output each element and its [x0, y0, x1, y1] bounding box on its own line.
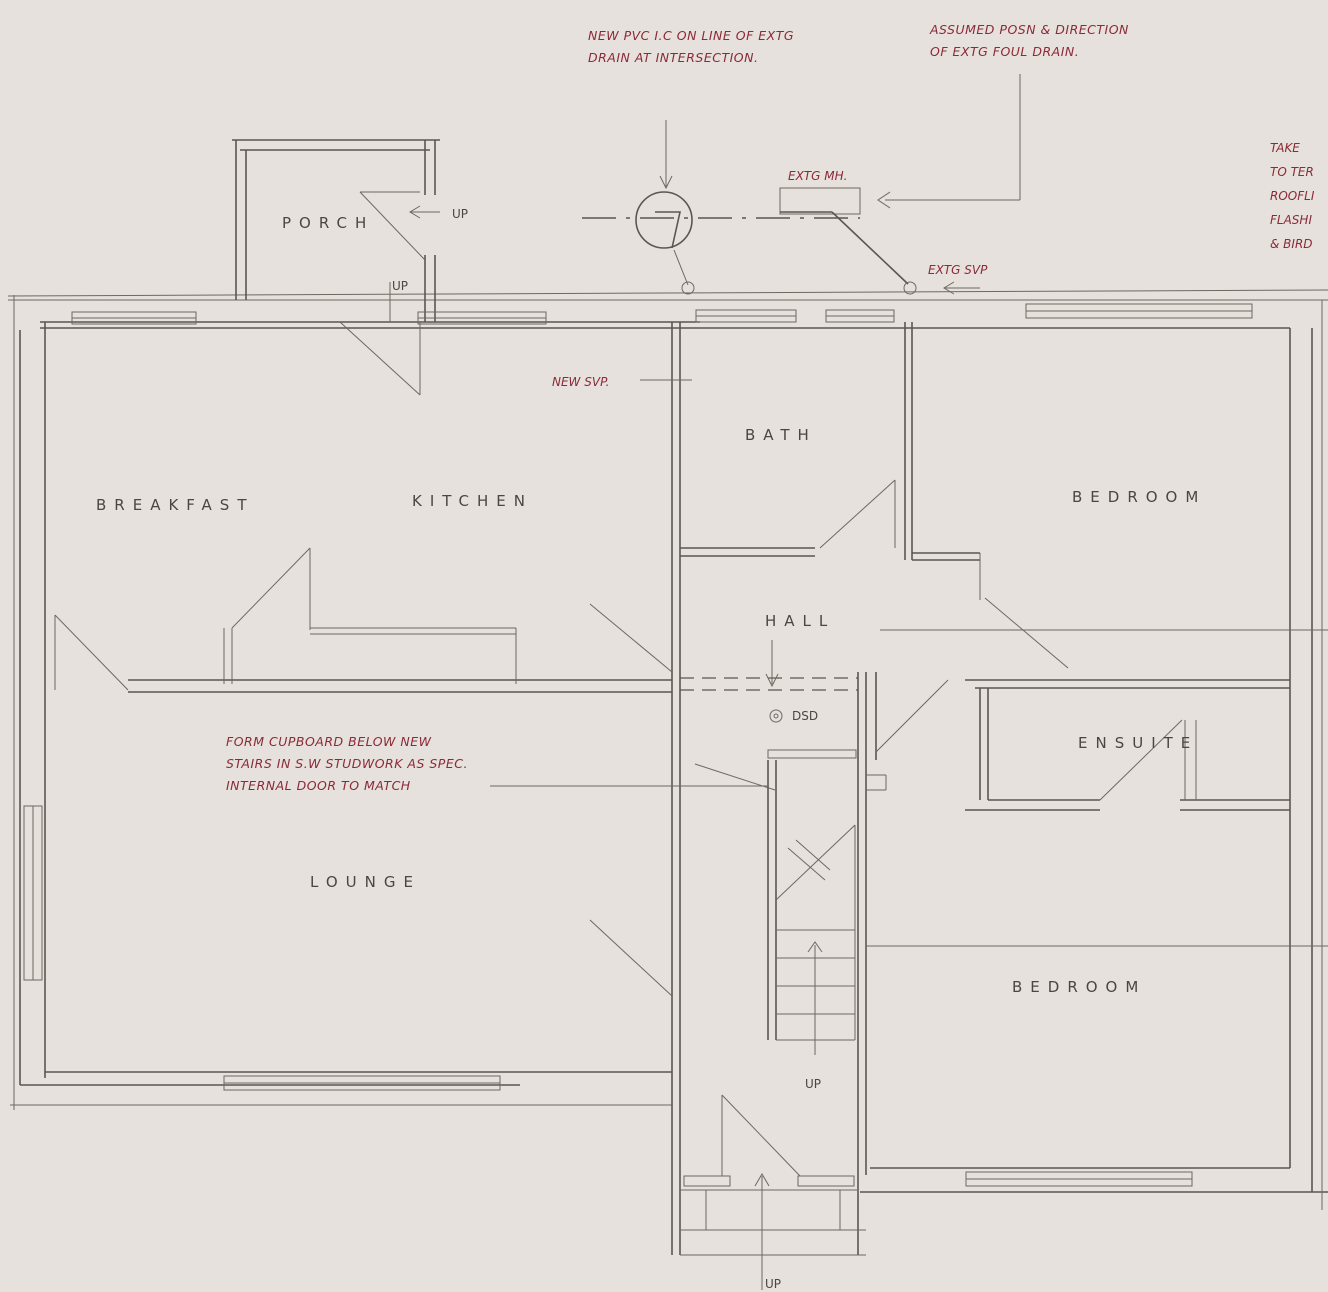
inspection-chamber: [635, 191, 693, 249]
note-take-line2: TO TER: [1270, 165, 1314, 179]
note-assumed-line2: OF EXTG FOUL DRAIN.: [930, 44, 1079, 59]
door-swings: [54, 321, 1183, 1177]
note-new-pvc-line1: NEW PVC I.C ON LINE OF EXTG: [588, 28, 794, 43]
room-label-kitchen: KITCHEN: [412, 492, 533, 510]
room-label-bath: BATH: [745, 426, 817, 444]
note-cupboard-line3: INTERNAL DOOR TO MATCH: [226, 778, 411, 793]
note-take-line3: ROOFLI: [1270, 189, 1315, 203]
note-assumed-line1: ASSUMED POSN & DIRECTION: [929, 22, 1129, 37]
extg-svp-symbol: [903, 281, 917, 295]
note-extg-svp: EXTG SVP: [928, 263, 988, 277]
stairs-up-marker: UP: [805, 1077, 821, 1091]
porch-walls: [232, 139, 440, 322]
porch-up-marker: UP: [452, 207, 468, 221]
note-cupboard-line2: STAIRS IN S.W STUDWORK AS SPEC.: [226, 756, 468, 771]
staircase: [754, 749, 857, 1290]
dsd-symbol: [769, 709, 783, 723]
room-label-lounge: LOUNGE: [310, 873, 421, 891]
note-new-pvc-line2: DRAIN AT INTERSECTION.: [588, 50, 758, 65]
new-svp-symbol: [681, 281, 695, 295]
up-markers: UP UP UP UP: [392, 207, 821, 1291]
manhole-symbol: [779, 187, 861, 215]
windows: [23, 303, 1253, 1187]
internal-walls: [128, 322, 1328, 947]
room-label-breakfast: BREAKFAST: [96, 496, 254, 514]
label-dsd: DSD: [792, 709, 818, 723]
note-new-svp: NEW SVP.: [552, 375, 609, 389]
room-label-porch: PORCH: [282, 214, 374, 232]
room-label-hall: HALL: [765, 612, 835, 630]
porch-up-inner-marker: UP: [392, 279, 408, 293]
note-cupboard-line1: FORM CUPBOARD BELOW NEW: [226, 734, 432, 749]
room-labels: PORCH BREAKFAST KITCHEN BATH BEDROOM HAL…: [96, 214, 1206, 996]
room-label-bedroom-2: BEDROOM: [1012, 978, 1146, 996]
annotations: NEW PVC I.C ON LINE OF EXTG DRAIN AT INT…: [226, 22, 1315, 793]
room-label-bedroom-1: BEDROOM: [1072, 488, 1206, 506]
note-take-line1: TAKE: [1270, 141, 1300, 155]
note-extg-mh: EXTG MH.: [788, 169, 847, 183]
room-label-ensuite: ENSUITE: [1078, 734, 1198, 752]
drainage: [389, 74, 1021, 787]
external-walls: [7, 289, 1328, 1256]
note-take-line5: & BIRD: [1270, 237, 1313, 251]
entrance-up-marker: UP: [765, 1277, 781, 1291]
note-take-line4: FLASHI: [1270, 213, 1312, 227]
